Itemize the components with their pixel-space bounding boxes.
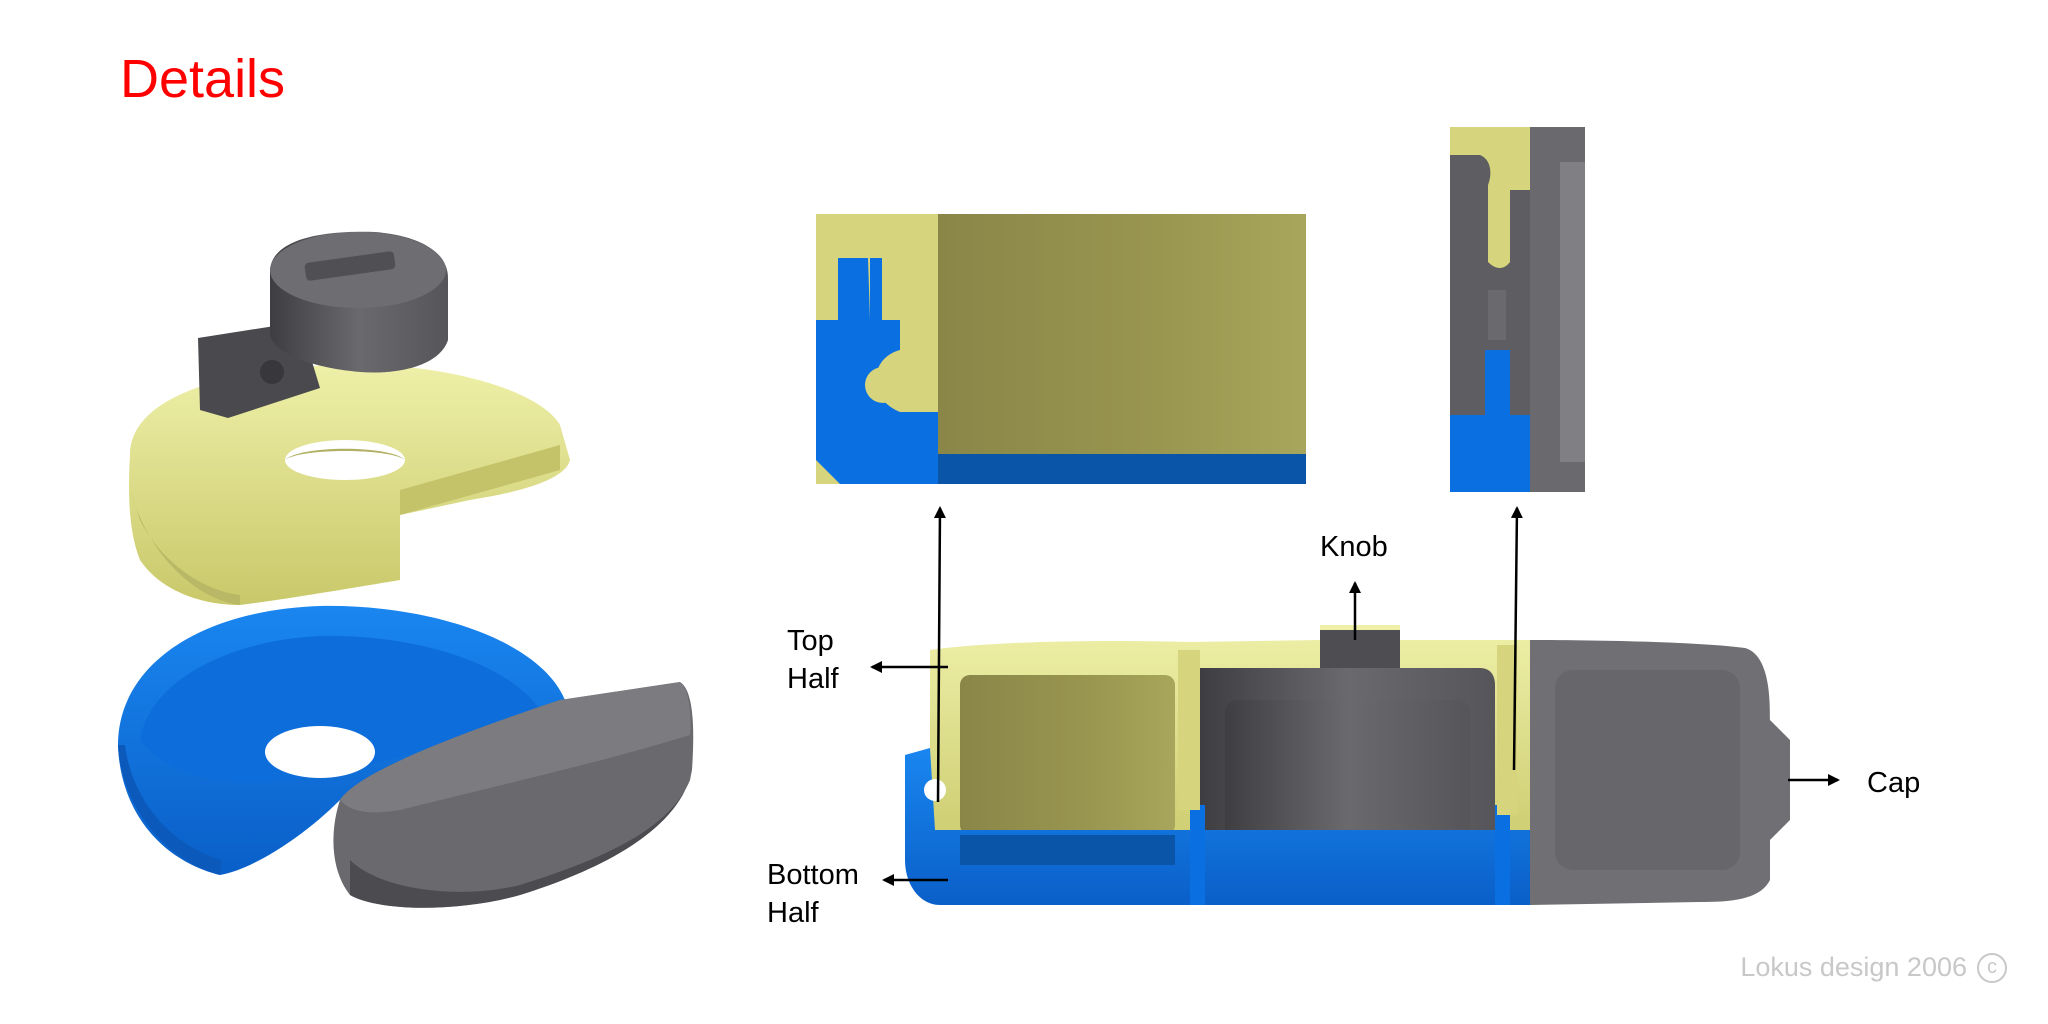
- arrows: [870, 506, 1840, 886]
- label-bottom-half-line1: Bottom: [767, 859, 859, 891]
- arrow-to-detail-left: [933, 506, 946, 803]
- section-detail-left: [816, 214, 1306, 484]
- knob-3d: [198, 231, 448, 418]
- label-top-half: Top Half: [787, 622, 839, 698]
- bottom-half-3d: [118, 605, 565, 875]
- credit-text: Lokus design 2006: [1740, 952, 1967, 982]
- label-top-half-line2: Half: [787, 663, 839, 695]
- label-knob: Knob: [1320, 531, 1388, 563]
- label-bottom-half-line2: Half: [767, 897, 819, 929]
- label-bottom-half: Bottom Half: [767, 856, 859, 932]
- main-section: [905, 625, 1790, 905]
- cap-3d: [333, 682, 694, 908]
- label-cap: Cap: [1867, 767, 1921, 799]
- arrow-to-detail-right: [1510, 506, 1523, 771]
- slide-title: Details: [120, 49, 286, 109]
- section-detail-right: [1450, 127, 1585, 492]
- top-half-3d: [129, 364, 570, 605]
- copyright-credit: Lokus design 2006 c: [1740, 952, 2007, 983]
- label-top-half-line1: Top: [787, 625, 834, 657]
- copyright-icon: c: [1977, 952, 2007, 983]
